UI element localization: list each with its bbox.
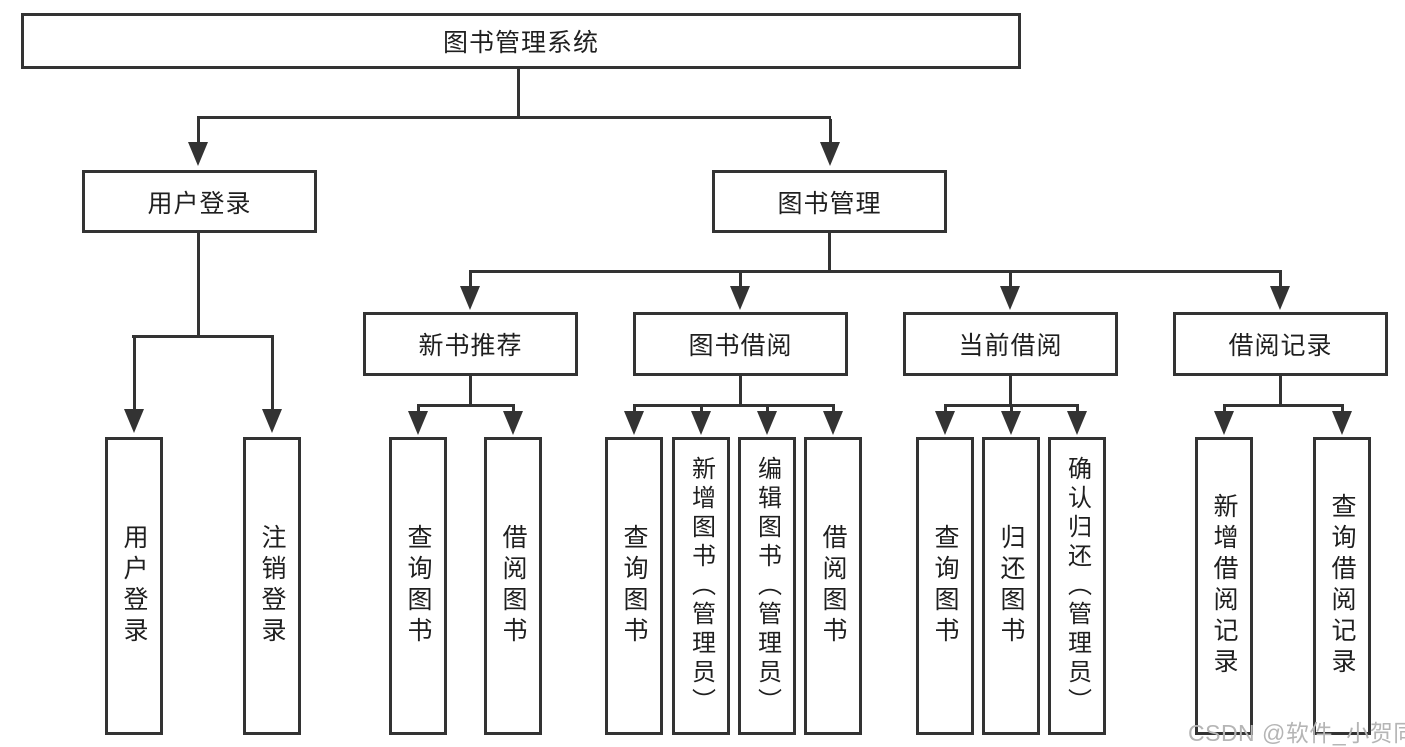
arrowhead-down-icon	[188, 142, 208, 166]
leaf-query-books-3: 查询图书	[916, 437, 974, 735]
connector-stem	[633, 407, 636, 413]
connector-stem	[829, 119, 832, 143]
arrowhead-down-icon	[262, 409, 282, 433]
leaf-return-book: 归还图书	[982, 437, 1040, 735]
connector-stem	[469, 273, 472, 287]
node-borrowing-records: 借阅记录	[1173, 312, 1388, 376]
arrowhead-down-icon	[1001, 411, 1021, 435]
connector-stem	[271, 338, 274, 410]
node-library-management-system: 图书管理系统	[21, 13, 1021, 69]
arrowhead-down-icon	[1214, 411, 1234, 435]
connector-rail-record	[1223, 404, 1344, 407]
arrowhead-down-icon	[823, 411, 843, 435]
leaf-query-borrow-record: 查询借阅记录	[1313, 437, 1371, 735]
arrowhead-down-icon	[503, 411, 523, 435]
connector-stem	[417, 407, 420, 413]
arrowhead-down-icon	[935, 411, 955, 435]
connector-rail-borrow	[633, 404, 835, 407]
connector-stem	[1341, 407, 1344, 413]
leaf-add-book-admin: 新增图书（管理员）	[672, 437, 730, 735]
connector-stub	[1279, 376, 1282, 406]
connector-stem	[512, 407, 515, 413]
leaf-query-books: 查询图书	[389, 437, 447, 735]
connector-stem	[197, 119, 200, 143]
csdn-watermark: CSDN @软件_小贺同学	[1188, 720, 1405, 746]
leaf-query-books-2: 查询图书	[605, 437, 663, 735]
connector-stem	[832, 407, 835, 413]
connector-rail-newbook	[417, 404, 515, 407]
node-current-borrowing: 当前借阅	[903, 312, 1118, 376]
arrowhead-down-icon	[1000, 286, 1020, 310]
connector-stem	[1279, 273, 1282, 287]
connector-root-stub	[517, 69, 520, 118]
connector-stem	[133, 338, 136, 410]
arrowhead-down-icon	[1067, 411, 1087, 435]
connector-management-stub	[828, 233, 831, 272]
leaf-add-borrow-record: 新增借阅记录	[1195, 437, 1253, 735]
arrowhead-down-icon	[624, 411, 644, 435]
connector-level3-rail	[469, 270, 1282, 273]
arrowhead-down-icon	[730, 286, 750, 310]
connector-stem	[766, 407, 769, 413]
arrowhead-down-icon	[460, 286, 480, 310]
arrowhead-down-icon	[1332, 411, 1352, 435]
connector-login-stub	[197, 233, 200, 337]
arrowhead-down-icon	[1270, 286, 1290, 310]
connector-stem	[1009, 273, 1012, 287]
connector-stem	[944, 407, 947, 413]
connector-stem	[1010, 407, 1013, 413]
connector-login-rail	[132, 335, 274, 338]
arrowhead-down-icon	[408, 411, 428, 435]
leaf-borrow-books-2: 借阅图书	[804, 437, 862, 735]
node-new-book-recommendation: 新书推荐	[363, 312, 578, 376]
connector-stem	[1076, 407, 1079, 413]
connector-stub	[469, 376, 472, 406]
arrowhead-down-icon	[757, 411, 777, 435]
arrowhead-down-icon	[691, 411, 711, 435]
leaf-borrow-books: 借阅图书	[484, 437, 542, 735]
connector-stem	[739, 273, 742, 287]
leaf-user-login: 用户登录	[105, 437, 163, 735]
connector-stem	[700, 407, 703, 413]
connector-level2-rail	[197, 116, 831, 119]
arrowhead-down-icon	[124, 409, 144, 433]
leaf-edit-book-admin: 编辑图书（管理员）	[738, 437, 796, 735]
node-book-management: 图书管理	[712, 170, 947, 233]
connector-stub	[739, 376, 742, 406]
leaf-confirm-return-admin: 确认归还（管理员）	[1048, 437, 1106, 735]
connector-stem	[1223, 407, 1226, 413]
leaf-logout: 注销登录	[243, 437, 301, 735]
connector-rail-current	[944, 404, 1079, 407]
arrowhead-down-icon	[820, 142, 840, 166]
node-book-borrowing: 图书借阅	[633, 312, 848, 376]
node-user-login: 用户登录	[82, 170, 317, 233]
connector-stub	[1009, 376, 1012, 406]
